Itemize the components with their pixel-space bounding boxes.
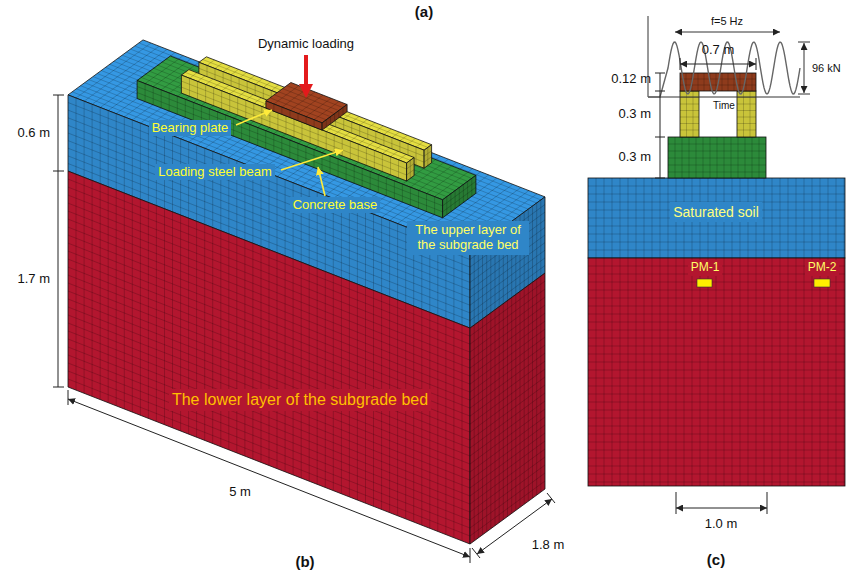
period-arrow [675,32,780,33]
dimension-label: 0.7 m [702,43,735,58]
mesh-face [407,158,415,182]
part-label: Bearing plate [149,120,232,137]
panel-label: (b) [295,553,314,570]
mesh-lines [668,137,766,178]
mesh-lines [185,72,410,160]
part-label: Loading steel beam [155,164,274,181]
mesh-lines [274,104,314,127]
layer-name: The lower layer of the subgrade bed [172,391,428,409]
mesh-lines [588,258,845,486]
dimension-lines [655,58,767,514]
mesh-lines [424,147,432,165]
dimension-label: 0.12 m [611,72,651,87]
mesh-face [737,91,756,137]
dimension-label: 1.0 m [705,517,738,532]
mesh-face [181,70,414,163]
leader-line [281,150,343,170]
pressure-sensor [697,279,712,287]
leader-line [236,110,272,125]
leader-line [318,167,325,196]
dynamic-load-arrow [304,55,308,84]
mesh-face [668,137,766,178]
frequency-label: f=5 Hz [711,15,743,28]
dimension-label: 0.6 m [17,126,50,141]
amplitude-label: 96 kN [812,62,841,75]
mesh-face [680,91,699,137]
dimension-label: 0.3 m [618,150,651,165]
part-label: Concrete base [290,197,381,214]
soil-layer: Saturated soil [670,202,762,222]
mesh-lines [737,91,756,137]
load-label: Dynamic loading [258,37,354,52]
dimension-label: 1.8 m [532,538,565,553]
mesh-lines [270,86,343,120]
mesh-face [266,101,322,130]
amplitude-dimension [798,42,810,94]
mesh-lines [680,91,699,137]
soil-layer: The upper layer of the subgrade bed [407,221,529,255]
sensor-label: PM-1 [688,260,723,276]
mesh-face [137,56,476,200]
cross-section-model [588,73,845,486]
mesh-face [322,105,347,131]
mesh-lines [588,178,845,258]
pressure-sensor [814,279,830,287]
mesh-face [470,273,545,544]
mesh-lines [326,108,343,127]
axis-label: Time [713,100,735,112]
dimension-lines [53,95,555,563]
load-curve-axes [648,16,800,97]
mesh-face [424,145,432,169]
sensor-label: PM-2 [805,260,840,276]
mesh-lines [407,160,415,178]
mesh-lines [443,178,476,214]
panel-label: (a) [415,3,433,20]
mesh-face [588,178,845,258]
subgrade-model-3d [68,40,545,544]
mesh-face [588,258,845,486]
panel-label: (c) [707,551,725,568]
soil-layer: The lower layer of the subgrade bed [169,389,431,411]
dimension-label: 1.7 m [17,272,50,287]
load-curve [648,42,800,97]
layer-name: Saturated soil [673,204,759,220]
dimension-label: 0.3 m [618,107,651,122]
mesh-face [443,175,476,218]
layer-name: The upper layer of the subgrade bed [410,223,526,253]
mesh-lines [470,276,545,541]
dimension-label: 5 m [229,485,251,500]
